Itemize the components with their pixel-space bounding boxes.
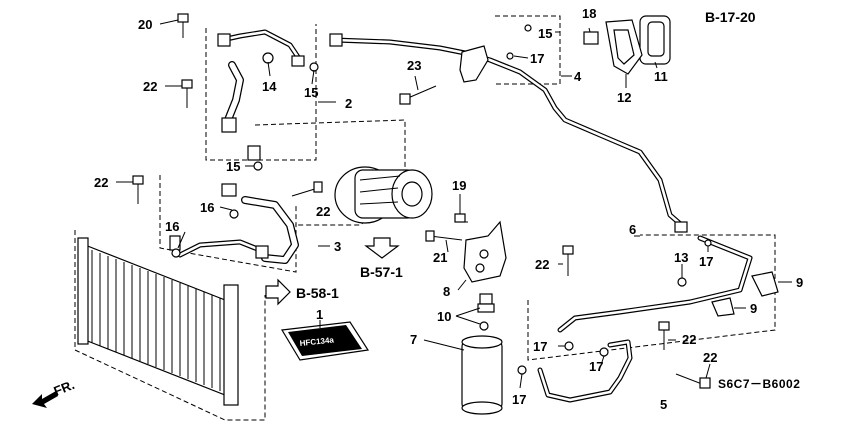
pipe-upper-suction (332, 37, 688, 231)
part-label-22: 22 (143, 79, 157, 94)
part-label-3: 3 (334, 239, 341, 254)
part-label-13: 13 (674, 250, 688, 265)
part-label-9: 9 (796, 275, 803, 290)
pipe-3-lower (177, 239, 263, 258)
part-label-17: 17 (533, 339, 547, 354)
part-label-17: 17 (699, 254, 713, 269)
part-label-16: 16 (200, 200, 214, 215)
grommet-11 (639, 15, 671, 65)
grommet-12 (605, 19, 643, 75)
fitting-upper-pipe (329, 33, 688, 233)
hose-3 (241, 196, 299, 264)
part-label-17: 17 (530, 51, 544, 66)
part-label-4: 4 (574, 69, 582, 84)
part-label-22: 22 (703, 350, 717, 365)
clip-9-b (711, 297, 735, 317)
part-label-1: 1 (316, 307, 323, 322)
part-label-17: 17 (589, 359, 603, 374)
fr-arrow-icon (32, 391, 58, 408)
hose-2 (224, 61, 244, 124)
group-box-4 (495, 15, 561, 85)
pipe-6 (557, 235, 753, 333)
part-label-20: 20 (138, 17, 152, 32)
pipe-5 (537, 339, 633, 403)
part-label-16: 16 (165, 219, 179, 234)
bolt-22-c (291, 181, 323, 197)
group-box-6 (527, 234, 776, 361)
part-label-5: 5 (660, 397, 667, 412)
arrow-b581-icon (265, 278, 291, 306)
ref-b-58-1: B-58-1 (296, 285, 339, 301)
bolt-22-f (675, 373, 711, 389)
part-label-22: 22 (316, 204, 330, 219)
label-plate-1: HFC134a (281, 321, 370, 361)
ref-b-57-1: B-57-1 (360, 264, 403, 280)
bolt-19 (454, 213, 468, 223)
bolt-22-e (658, 321, 670, 350)
bolt-20 (177, 13, 189, 38)
part-label-9: 9 (750, 301, 757, 316)
leader-lines (116, 19, 792, 389)
group-box-condenser (74, 230, 266, 421)
part-label-17: 17 (512, 392, 526, 407)
nut-18 (583, 31, 599, 45)
part-label-12: 12 (617, 90, 631, 105)
part-label-11: 11 (654, 69, 668, 84)
condenser (77, 237, 239, 406)
part-label-14: 14 (262, 79, 277, 94)
part-label-15: 15 (226, 159, 240, 174)
part-label-19: 19 (452, 178, 466, 193)
part-label-10: 10 (437, 309, 451, 324)
part-label-23: 23 (407, 58, 421, 73)
bolt-22-d (562, 245, 574, 276)
compressor (334, 166, 433, 224)
receiver-dryer-7 (461, 335, 503, 415)
part-label-22: 22 (682, 332, 696, 347)
group-box-2 (205, 24, 317, 161)
bolt-22-a (181, 79, 193, 108)
ref-b-17-20: B-17-20 (705, 9, 756, 25)
bracket-8 (463, 220, 507, 283)
receiver-tag-text: HFC134a (299, 335, 335, 348)
condenser-fins (91, 250, 221, 391)
part-label-8: 8 (443, 284, 450, 299)
part-label-15: 15 (304, 85, 318, 100)
part-label-22: 22 (94, 175, 108, 190)
bolt-23 (399, 85, 437, 105)
pipe-bracket-4 (459, 45, 489, 83)
fitting-2-top (217, 33, 305, 161)
part-label-22: 22 (535, 257, 549, 272)
part-label-21: 21 (433, 250, 447, 265)
pipe-2-upper (219, 29, 303, 63)
diagram-code: S6C7－B6002 (718, 377, 800, 391)
fr-label: FR. (52, 377, 77, 399)
part-label-7: 7 (410, 332, 417, 347)
part-label-15: 15 (538, 26, 552, 41)
bolt-22-b (132, 175, 144, 204)
part-label-2: 2 (345, 96, 352, 111)
clip-9-a (751, 271, 779, 297)
bolt-21 (425, 230, 463, 242)
part-label-6: 6 (629, 222, 636, 237)
pressure-switch-10 (477, 293, 495, 313)
arrow-b571-icon (364, 237, 400, 259)
part-label-18: 18 (582, 6, 596, 21)
